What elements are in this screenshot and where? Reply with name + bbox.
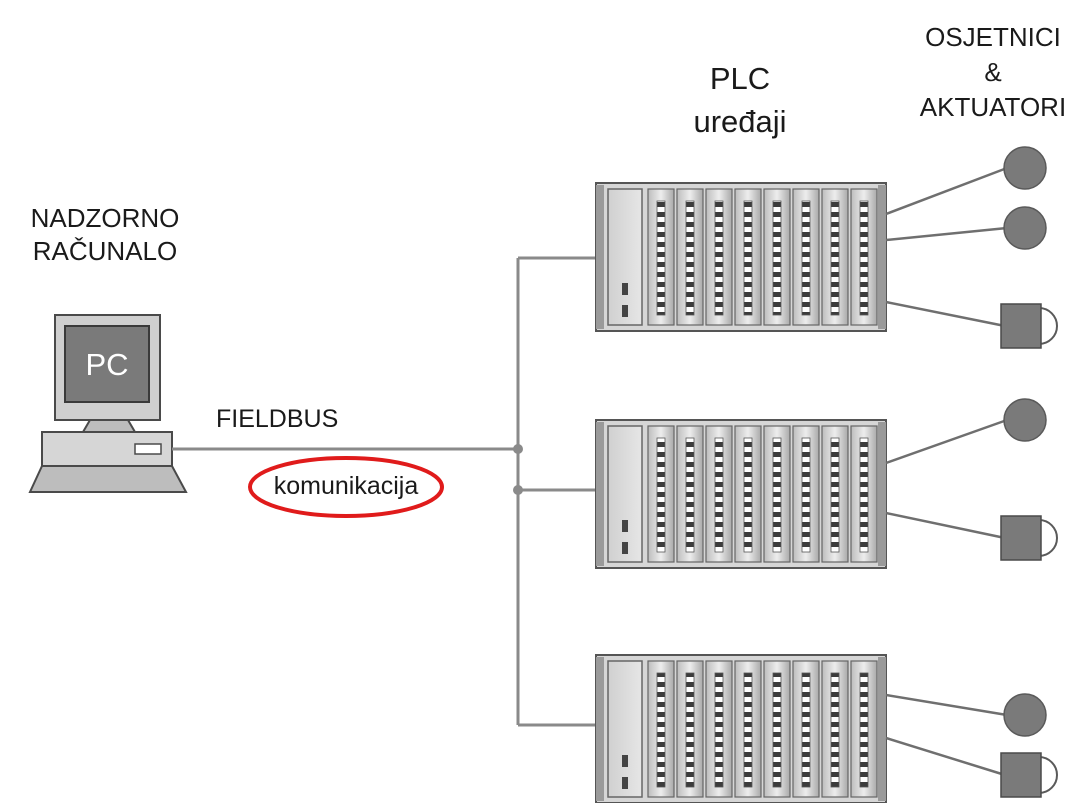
indicator-led — [622, 305, 628, 317]
io-terminal-strip — [656, 437, 666, 553]
io-terminal-strip — [656, 200, 666, 316]
power-supply-module — [607, 188, 643, 326]
highlight-ellipse — [248, 456, 444, 518]
plc-rack — [595, 654, 887, 803]
rack-side-rail — [596, 185, 604, 329]
sensor-icon — [1003, 693, 1047, 737]
plc-title-line2: uređaji — [693, 104, 787, 140]
rack-side-rail — [596, 422, 604, 566]
sensor-device — [885, 693, 1047, 737]
indicator-led — [622, 542, 628, 554]
io-terminal-strip — [859, 672, 869, 788]
field-wire — [885, 166, 1008, 216]
field-devices — [885, 146, 1058, 798]
io-terminal-strip — [830, 200, 840, 316]
io-terminal-strip — [685, 200, 695, 316]
power-supply-module — [607, 425, 643, 563]
field-title: OSJETNICI & AKTUATORI — [903, 22, 1083, 124]
fieldbus-label: FIELDBUS — [216, 405, 339, 433]
sensor-device — [885, 206, 1047, 250]
plc-racks — [595, 182, 887, 803]
plc-rack — [595, 182, 887, 332]
actuator-arc — [1038, 519, 1058, 557]
pc-screen — [64, 325, 150, 403]
io-terminal-strip — [743, 437, 753, 553]
sensor-icon — [1003, 146, 1047, 190]
actuator-arc — [1038, 756, 1058, 794]
field-wire — [885, 418, 1008, 465]
indicator-led — [622, 520, 628, 532]
actuator-icon — [1000, 303, 1042, 349]
rack-side-rail — [878, 422, 886, 566]
io-terminal-strip — [772, 200, 782, 316]
io-terminal-strip — [859, 437, 869, 553]
field-title-line1: OSJETNICI — [925, 22, 1061, 52]
rack-side-rail — [878, 185, 886, 329]
indicator-led — [622, 777, 628, 789]
pc-computer-icon — [28, 314, 188, 493]
power-supply-module — [607, 660, 643, 798]
io-terminal-strip — [830, 672, 840, 788]
supervisor-title-line2: RAČUNALO — [32, 236, 178, 267]
io-terminal-strip — [772, 672, 782, 788]
plc-title: PLC uređaji — [660, 60, 820, 140]
sensor-icon — [1003, 206, 1047, 250]
communication-label: komunikacija — [273, 472, 419, 500]
field-wire — [885, 736, 1006, 777]
actuator-arc — [1038, 307, 1058, 345]
io-terminal-strip — [743, 672, 753, 788]
io-terminal-strip — [685, 672, 695, 788]
io-terminal-strip — [772, 437, 782, 553]
io-terminal-strip — [714, 437, 724, 553]
io-terminal-strip — [656, 672, 666, 788]
io-terminal-strip — [801, 437, 811, 553]
io-terminal-strip — [801, 200, 811, 316]
indicator-led — [622, 283, 628, 295]
io-terminal-strip — [743, 200, 753, 316]
field-wire — [885, 300, 1006, 328]
actuator-icon — [1000, 752, 1042, 798]
field-wire — [885, 693, 1008, 717]
field-wire — [885, 511, 1006, 540]
io-terminal-strip — [714, 200, 724, 316]
supervisor-title-line1: NADZORNO — [30, 203, 180, 233]
io-terminal-strip — [685, 437, 695, 553]
bus-junction-dot — [513, 444, 523, 454]
field-title-line3: AKTUATORI — [919, 92, 1067, 123]
disk-drive — [134, 443, 162, 455]
actuator-device — [885, 511, 1058, 561]
actuator-device — [885, 736, 1058, 798]
actuator-icon — [1000, 515, 1042, 561]
sensor-device — [885, 398, 1047, 465]
bus-junction-dot — [513, 485, 523, 495]
rack-side-rail — [878, 657, 886, 801]
plc-title-line1: PLC — [709, 61, 771, 96]
supervisor-title: NADZORNO RAČUNALO — [25, 203, 185, 267]
sensor-icon — [1003, 398, 1047, 442]
keyboard — [28, 465, 188, 493]
field-wire — [885, 226, 1008, 242]
io-terminal-strip — [830, 437, 840, 553]
plc-rack — [595, 419, 887, 569]
indicator-led — [622, 755, 628, 767]
field-title-line2: & — [984, 57, 1002, 88]
io-terminal-strip — [801, 672, 811, 788]
rack-side-rail — [596, 657, 604, 801]
io-terminal-strip — [859, 200, 869, 316]
actuator-device — [885, 300, 1058, 349]
pc-screen-label: PC — [85, 347, 129, 382]
io-terminal-strip — [714, 672, 724, 788]
sensor-device — [885, 146, 1047, 216]
